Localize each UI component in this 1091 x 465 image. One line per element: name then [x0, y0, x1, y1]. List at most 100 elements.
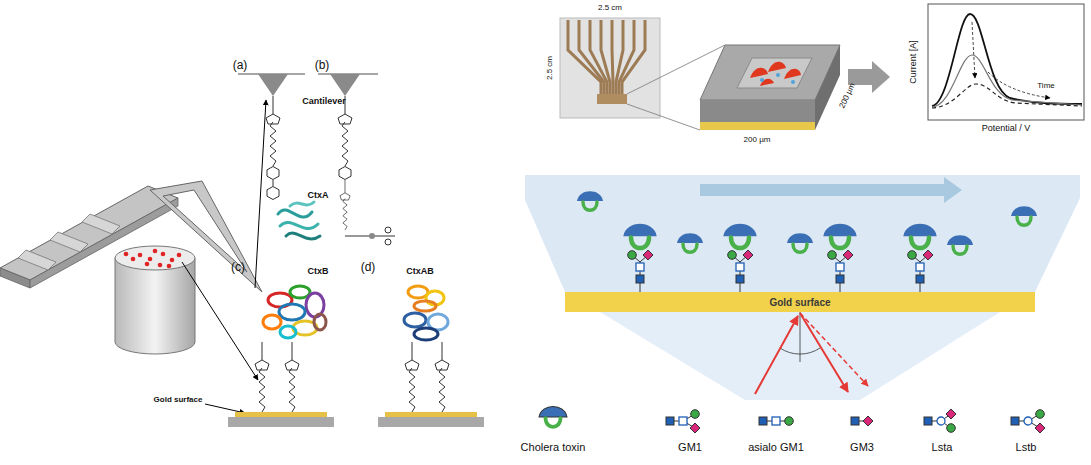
ctxb-protein	[263, 315, 281, 329]
legend-entry: Cholera toxin	[521, 441, 586, 453]
legend-entry: asialo GM1	[748, 441, 804, 453]
glycan-receptor	[836, 275, 844, 283]
curve-note: Time	[1037, 82, 1054, 91]
glycan-receptor	[916, 275, 924, 283]
legend-entry: Lstb	[1016, 441, 1037, 453]
afm-tip-b	[338, 96, 352, 166]
legend-label: Cholera toxin	[521, 441, 586, 453]
cholera-toxin-icon	[903, 224, 936, 248]
legend-sample	[539, 406, 1045, 433]
legend-label: GM3	[850, 441, 874, 453]
legend-sample	[1024, 417, 1032, 425]
pointer-arrow	[205, 404, 245, 413]
ctxa-protein	[290, 202, 314, 206]
ctxb-protein	[280, 326, 296, 338]
voltammogram	[928, 4, 1084, 120]
electrode-block	[750, 68, 768, 78]
gold-substrate-d	[385, 412, 477, 417]
gold-substrate-c	[255, 342, 269, 412]
legend-sample	[772, 417, 780, 425]
legend-label: asialo GM1	[748, 441, 804, 453]
gold-substrate-d	[378, 342, 484, 427]
legend-sample	[679, 417, 687, 425]
flow-channel	[700, 177, 962, 203]
glycan-receptor	[923, 250, 933, 260]
ctxa-protein	[278, 210, 312, 217]
sample-cylinder	[115, 246, 195, 270]
legend-sample	[924, 417, 932, 425]
electrode-block	[791, 80, 795, 84]
glycan-receptor	[636, 275, 644, 283]
gold-substrate-d	[378, 417, 484, 427]
afm-tip-b	[339, 167, 351, 180]
electrode-block	[776, 73, 780, 77]
cholera-toxin-icon	[723, 224, 756, 248]
cantilever-chip	[50, 232, 88, 252]
electrode-chip	[560, 18, 660, 118]
electrode-block	[784, 69, 801, 79]
sample-cylinder	[170, 258, 175, 263]
glycan-receptor	[843, 250, 853, 260]
ctxb-protein	[314, 314, 326, 330]
afm-tip-a	[273, 180, 274, 186]
sample-cylinder	[177, 253, 182, 258]
zoom-line	[627, 104, 700, 130]
glycan-receptor	[628, 250, 933, 292]
electrode-block	[768, 62, 786, 72]
glycan-receptor	[636, 263, 644, 271]
cholera-toxin-icon	[1011, 206, 1037, 225]
cholera-toxin-icon	[677, 233, 703, 252]
afm-tip-a	[238, 74, 305, 200]
part-label: CtxB	[307, 267, 328, 277]
gold-substrate-c	[285, 342, 299, 412]
electrode-block	[760, 78, 764, 82]
ctxb-protein	[279, 304, 305, 320]
glycan-receptor	[736, 275, 744, 283]
cantilever-chip	[82, 214, 120, 234]
flow-channel	[525, 175, 1080, 292]
cholera-toxin-icon	[623, 224, 656, 248]
sample-cylinder	[124, 252, 129, 257]
gold-surface-bar: Gold surface	[565, 292, 1035, 312]
glycan-receptor	[836, 263, 844, 271]
legend-entry: Lsta	[932, 441, 953, 453]
voltammogram	[928, 4, 1084, 120]
legend-entry: GM3	[850, 441, 874, 453]
panel-letter: (d)	[361, 261, 376, 274]
legend-sample	[1011, 417, 1019, 425]
afm-tip-b	[340, 180, 350, 230]
afm-tip-a	[267, 167, 279, 180]
sample-cylinder	[115, 258, 195, 354]
ctxab-protein	[414, 328, 438, 340]
dimension-label: 200 µm	[744, 136, 771, 145]
sample-cylinder	[138, 253, 143, 258]
gold-substrate-d	[435, 342, 449, 412]
ctxa-protein	[278, 202, 320, 239]
electrode-chip	[560, 18, 660, 118]
legend-sample	[851, 417, 859, 425]
light-path	[800, 313, 868, 386]
dimension-label: 200 µm	[838, 82, 857, 110]
axis-title: Current [A]	[909, 40, 919, 84]
pointer-arrow	[182, 100, 266, 413]
legend-sample	[690, 423, 700, 433]
electrode-block	[700, 100, 815, 122]
afm-tip-a	[258, 74, 288, 96]
flow-channel	[525, 175, 1080, 292]
sample-cylinder	[153, 249, 158, 254]
electrode-block	[737, 58, 812, 88]
ctxb-protein	[263, 286, 326, 338]
sample-cylinder	[145, 262, 150, 267]
afm-tip-b	[369, 233, 375, 239]
legend-label: Lsta	[932, 441, 953, 453]
cholera-toxin-icon	[947, 235, 973, 254]
sample-cylinder	[158, 263, 163, 268]
cholera-toxin-icon	[577, 191, 1037, 254]
gold-substrate-c	[228, 342, 334, 427]
cantilever-chip	[18, 250, 56, 270]
voltammogram	[932, 14, 1082, 106]
ctxab-protein	[414, 301, 436, 311]
